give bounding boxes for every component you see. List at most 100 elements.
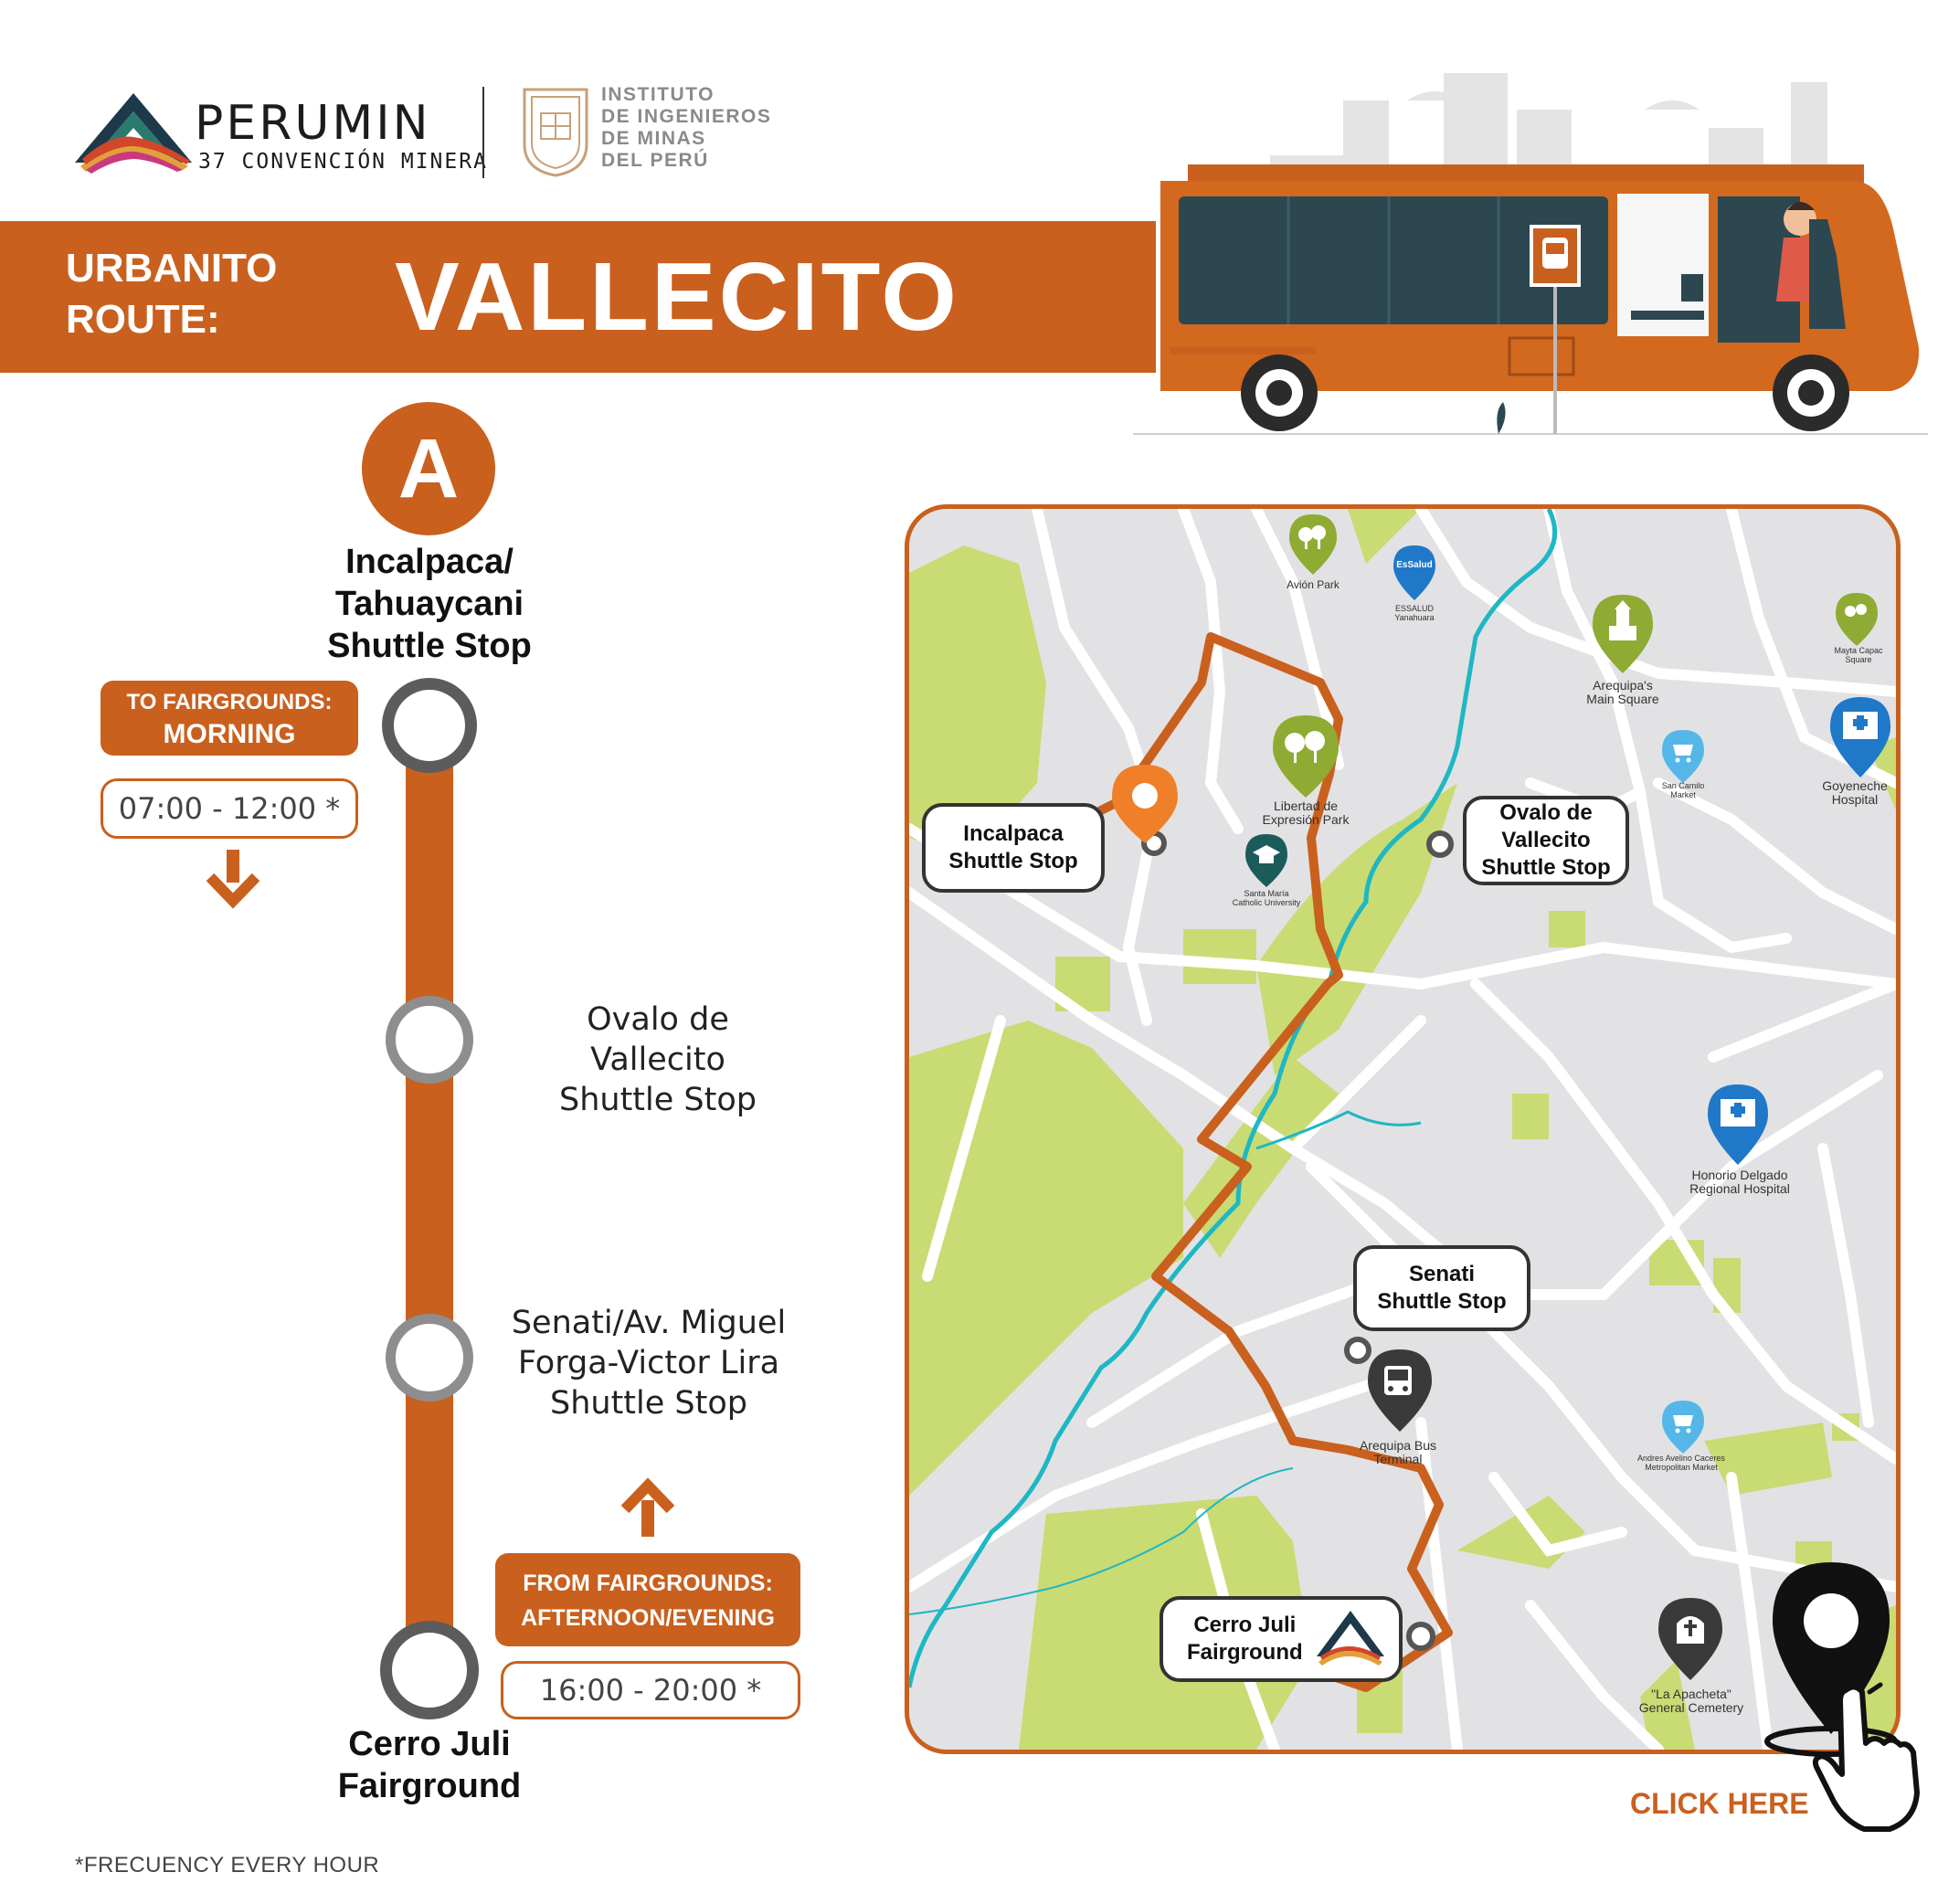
river-branch: [909, 1467, 1294, 1615]
start-location-pin-icon: [1112, 765, 1178, 843]
institute-line: DE MINAS: [601, 128, 706, 149]
cemetery-pin-icon: [1658, 1598, 1722, 1680]
label-line: Ovalo de: [1499, 800, 1593, 825]
header-divider: [482, 87, 484, 178]
hospital-pin-icon: [1708, 1084, 1768, 1165]
poi-line: Honorio Delgado: [1691, 1168, 1788, 1182]
stop-name-line: Shuttle Stop: [559, 1082, 757, 1118]
stop-name-incalpaca: Incalpaca/ Tahuaycani Shuttle Stop: [274, 541, 585, 667]
poi-line: Hospital: [1831, 792, 1879, 807]
stop-name-line: Tahuaycani: [334, 585, 524, 623]
river-branch: [1255, 1110, 1422, 1150]
poi-line: Yanahuara: [1394, 613, 1435, 622]
poi-line: Metropolitan Market: [1645, 1463, 1718, 1472]
route-name: VALLECITO: [395, 243, 959, 351]
poi-line: "La Apacheta": [1651, 1687, 1731, 1701]
from-fairgrounds-badge: FROM FAIRGROUNDS: AFTERNOON/EVENING: [495, 1553, 800, 1646]
institute-name: INSTITUTO DE INGENIEROS DE MINAS DEL PER…: [601, 84, 875, 172]
market-pin-icon: [1662, 1401, 1704, 1454]
stop-dot-senati[interactable]: [1344, 1337, 1371, 1364]
poi-line: Main Square: [1586, 692, 1659, 706]
label-line: Fairground: [1187, 1640, 1303, 1665]
label-line: Vallecito: [1501, 828, 1591, 852]
poi-line: Expresión Park: [1262, 812, 1350, 827]
stop-name-ovalo: Ovalo de Vallecito Shuttle Stop: [512, 1000, 804, 1120]
institute-line: DEL PERÚ: [601, 150, 709, 171]
badge-line: MORNING: [163, 719, 296, 749]
perumin-mini-logo-icon: [1317, 1611, 1384, 1666]
badge-line: FROM FAIRGROUNDS:: [523, 1571, 773, 1596]
to-fairgrounds-badge: TO FAIRGROUNDS: MORNING: [101, 681, 358, 756]
poi-cemetery: "La Apacheta"General Cemetery: [1618, 1687, 1764, 1715]
route-label-line: URBANITO: [66, 246, 278, 291]
poi-line: Regional Hospital: [1689, 1181, 1790, 1196]
iimp-seal-icon: [523, 88, 588, 177]
stop-node-incalpaca: [382, 678, 477, 773]
stop-name-line: Forga-Victor Lira: [517, 1345, 780, 1381]
stop-name-line: Shuttle Stop: [550, 1385, 747, 1422]
bus-illustration: [1133, 73, 1928, 435]
institute-line: INSTITUTO: [601, 84, 715, 105]
route-line: [406, 722, 453, 1672]
stop-name-line: Ovalo de: [587, 1001, 729, 1038]
frequency-footnote: *FRECUENCY EVERY HOUR: [75, 1853, 380, 1878]
route-banner: [0, 221, 1156, 373]
stop-name-line: Incalpaca/: [345, 543, 514, 581]
perumin-logo-mark: [75, 93, 192, 174]
poi-line: Andres Avelino Caceres: [1637, 1454, 1725, 1463]
institute-line: DE INGENIEROS: [601, 106, 772, 127]
poi-line: Market: [1670, 790, 1696, 799]
poi-line: Santa María: [1244, 889, 1289, 898]
poi-line: Libertad de: [1273, 799, 1339, 813]
stop-name-line: Cerro Juli: [348, 1725, 511, 1763]
poi-line: ESSALUD: [1394, 604, 1435, 613]
park-pin-icon: [1836, 593, 1878, 646]
park-pin-icon: [1289, 514, 1337, 575]
morning-hours: 07:00 - 12:00 *: [101, 778, 358, 839]
poi-line: Square: [1845, 655, 1872, 664]
poi-line: Goyeneche: [1822, 778, 1888, 793]
route-start-marker: A: [362, 402, 495, 535]
hospital-pin-icon: [1830, 697, 1890, 777]
park-pin-icon: [1273, 715, 1339, 798]
stop-dot-ovalo[interactable]: [1426, 830, 1454, 858]
stop-node-cerro-juli: [380, 1621, 479, 1719]
river: [909, 509, 1558, 1688]
poi-avion-park: Avión Park: [1287, 578, 1340, 591]
stop-name-line: Senati/Av. Miguel: [511, 1305, 787, 1341]
label-line: Shuttle Stop: [1481, 855, 1611, 880]
poi-line: Mayta Capac: [1834, 646, 1883, 655]
perumin-logo-text: PERUMIN: [195, 96, 431, 151]
stop-dot-cerro-juli[interactable]: [1406, 1622, 1435, 1651]
essalud-pin-icon: [1393, 545, 1435, 600]
label-line: Shuttle Stop: [948, 849, 1078, 873]
evening-hours: 16:00 - 20:00 *: [501, 1661, 800, 1719]
stop-name-line: Vallecito: [590, 1042, 725, 1078]
route-path: [1080, 632, 1453, 1692]
church-pin-icon: [1593, 595, 1653, 673]
perumin-subtitle: 37 CONVENCIÓN MINERA: [198, 150, 488, 174]
label-line: Shuttle Stop: [1377, 1289, 1507, 1314]
location-pin-click-icon[interactable]: [1743, 1555, 1926, 1838]
arrow-down-icon: [206, 850, 259, 909]
route-label-line: ROUTE:: [66, 297, 220, 342]
poi-line: Terminal: [1373, 1452, 1423, 1466]
stop-name-line: Fairground: [337, 1767, 522, 1805]
market-pin-icon: [1662, 730, 1704, 783]
stop-name-cerro-juli: Cerro Juli Fairground: [302, 1723, 557, 1807]
badge-line: TO FAIRGROUNDS:: [126, 690, 333, 714]
click-here-link[interactable]: CLICK HERE: [1630, 1787, 1809, 1820]
